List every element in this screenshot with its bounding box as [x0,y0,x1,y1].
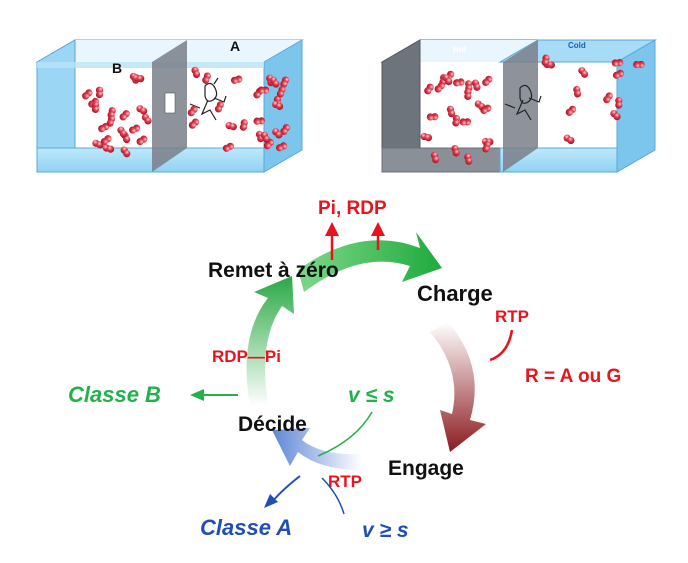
molecule-icon [280,76,290,88]
class-b-label: Classe B [68,382,161,407]
decide-to-reset-arrow [246,276,294,406]
molecule-icon [191,66,201,79]
molecule-icon [120,146,131,158]
molecule-icon [480,104,492,114]
products-label: Pi, RDP [318,198,387,219]
molecule-icon [611,59,624,67]
molecule-icon [272,128,283,139]
molecule-icon [453,78,465,87]
stage-decide-label: Décide [238,413,307,436]
left-molecules [82,66,291,158]
molecule-icon [202,72,212,84]
rtp-right-label: RTP [495,307,529,326]
hot-label: Hot [453,45,467,54]
condition-le-label: v ≤ s [348,384,395,407]
molecule-icon [471,79,481,91]
molecule-icon [269,76,280,88]
molecule-icon [280,124,291,135]
condition-le-line [317,411,373,457]
molecule-icon [482,75,493,87]
molecule-icon [464,88,472,100]
molecule-icon [239,119,248,131]
stage-charge-label: Charge [417,281,493,306]
molecule-icon [214,101,224,113]
molecule-icon [141,113,152,125]
stage-reset-label: Remet à zéro [208,259,339,282]
left-chamber-box: B A [35,38,304,173]
molecule-icon [615,97,623,109]
condition-ge-label: v ≥ s [362,519,409,542]
molecule-icon [136,135,148,146]
molecule-icon [633,60,645,69]
right-chamber-box: Hot Cold [380,39,657,173]
molecule-icon [612,69,625,79]
rtp-input-line [489,329,514,362]
demon-icon-right [504,84,542,121]
molecule-icon [434,82,445,93]
molecule-icon [91,101,100,113]
molecule-icon [430,151,440,164]
molecule-icon [446,105,456,118]
molecule-icon [225,121,237,131]
cold-label: Cold [568,41,586,50]
molecule-icon [603,92,613,104]
molecule-icon [102,144,115,153]
molecule-icon [565,105,577,116]
molecule-icon [426,113,439,121]
class-a-arrow [264,475,301,508]
engage-to-decide-arrow [272,428,362,470]
reset-to-charge-arrow [298,232,442,292]
condition-ge-line [321,477,345,515]
molecule-icon [222,142,234,152]
molecule-icon [272,100,284,110]
chamber-b-label: B [112,60,122,76]
stage-engage-label: Engage [388,457,464,480]
right-molecules [420,54,645,165]
molecule-icon [132,74,145,83]
molecule-icon [188,118,200,129]
molecule-icon [424,83,434,95]
molecule-icon [119,110,130,121]
molecule-icon [482,141,491,153]
molecule-icon [136,105,148,115]
door-icon [164,92,176,114]
class-a-label: Classe A [200,515,292,540]
molecule-icon [260,131,271,143]
molecule-icon [276,86,286,98]
molecule-icon [82,89,93,100]
molecule-icon [442,74,453,86]
molecule-icon [451,144,460,157]
molecule-icon [578,67,589,78]
molecule-icon [100,135,112,146]
r-definition-label: R = A ou G [525,366,621,387]
molecule-icon [459,118,472,126]
molecule-icon [452,114,461,127]
class-b-arrow [190,389,238,401]
molecule-icon [541,54,550,67]
molecule-icon [464,153,473,165]
molecule-icon [573,85,582,98]
molecule-icon [117,126,128,138]
molecule-icon [420,132,433,142]
molecule-icon [187,105,198,117]
molecule-icon [230,75,243,84]
rdp-pi-label: RDP—Pi [212,347,281,366]
molecule-icon [129,124,141,134]
molecule-icon [253,117,266,125]
charge-to-engage-arrow [430,322,486,452]
molecule-icon [257,86,270,94]
output-arrows [325,222,385,260]
molecule-icon [95,86,104,99]
molecule-icon [106,115,116,127]
rtp-bottom-label: RTP [328,472,362,491]
molecule-icon [276,142,288,152]
demon-icon [189,77,227,121]
molecule-icon [563,134,575,145]
chamber-a-label: A [230,38,240,54]
molecule-icon [610,109,621,121]
